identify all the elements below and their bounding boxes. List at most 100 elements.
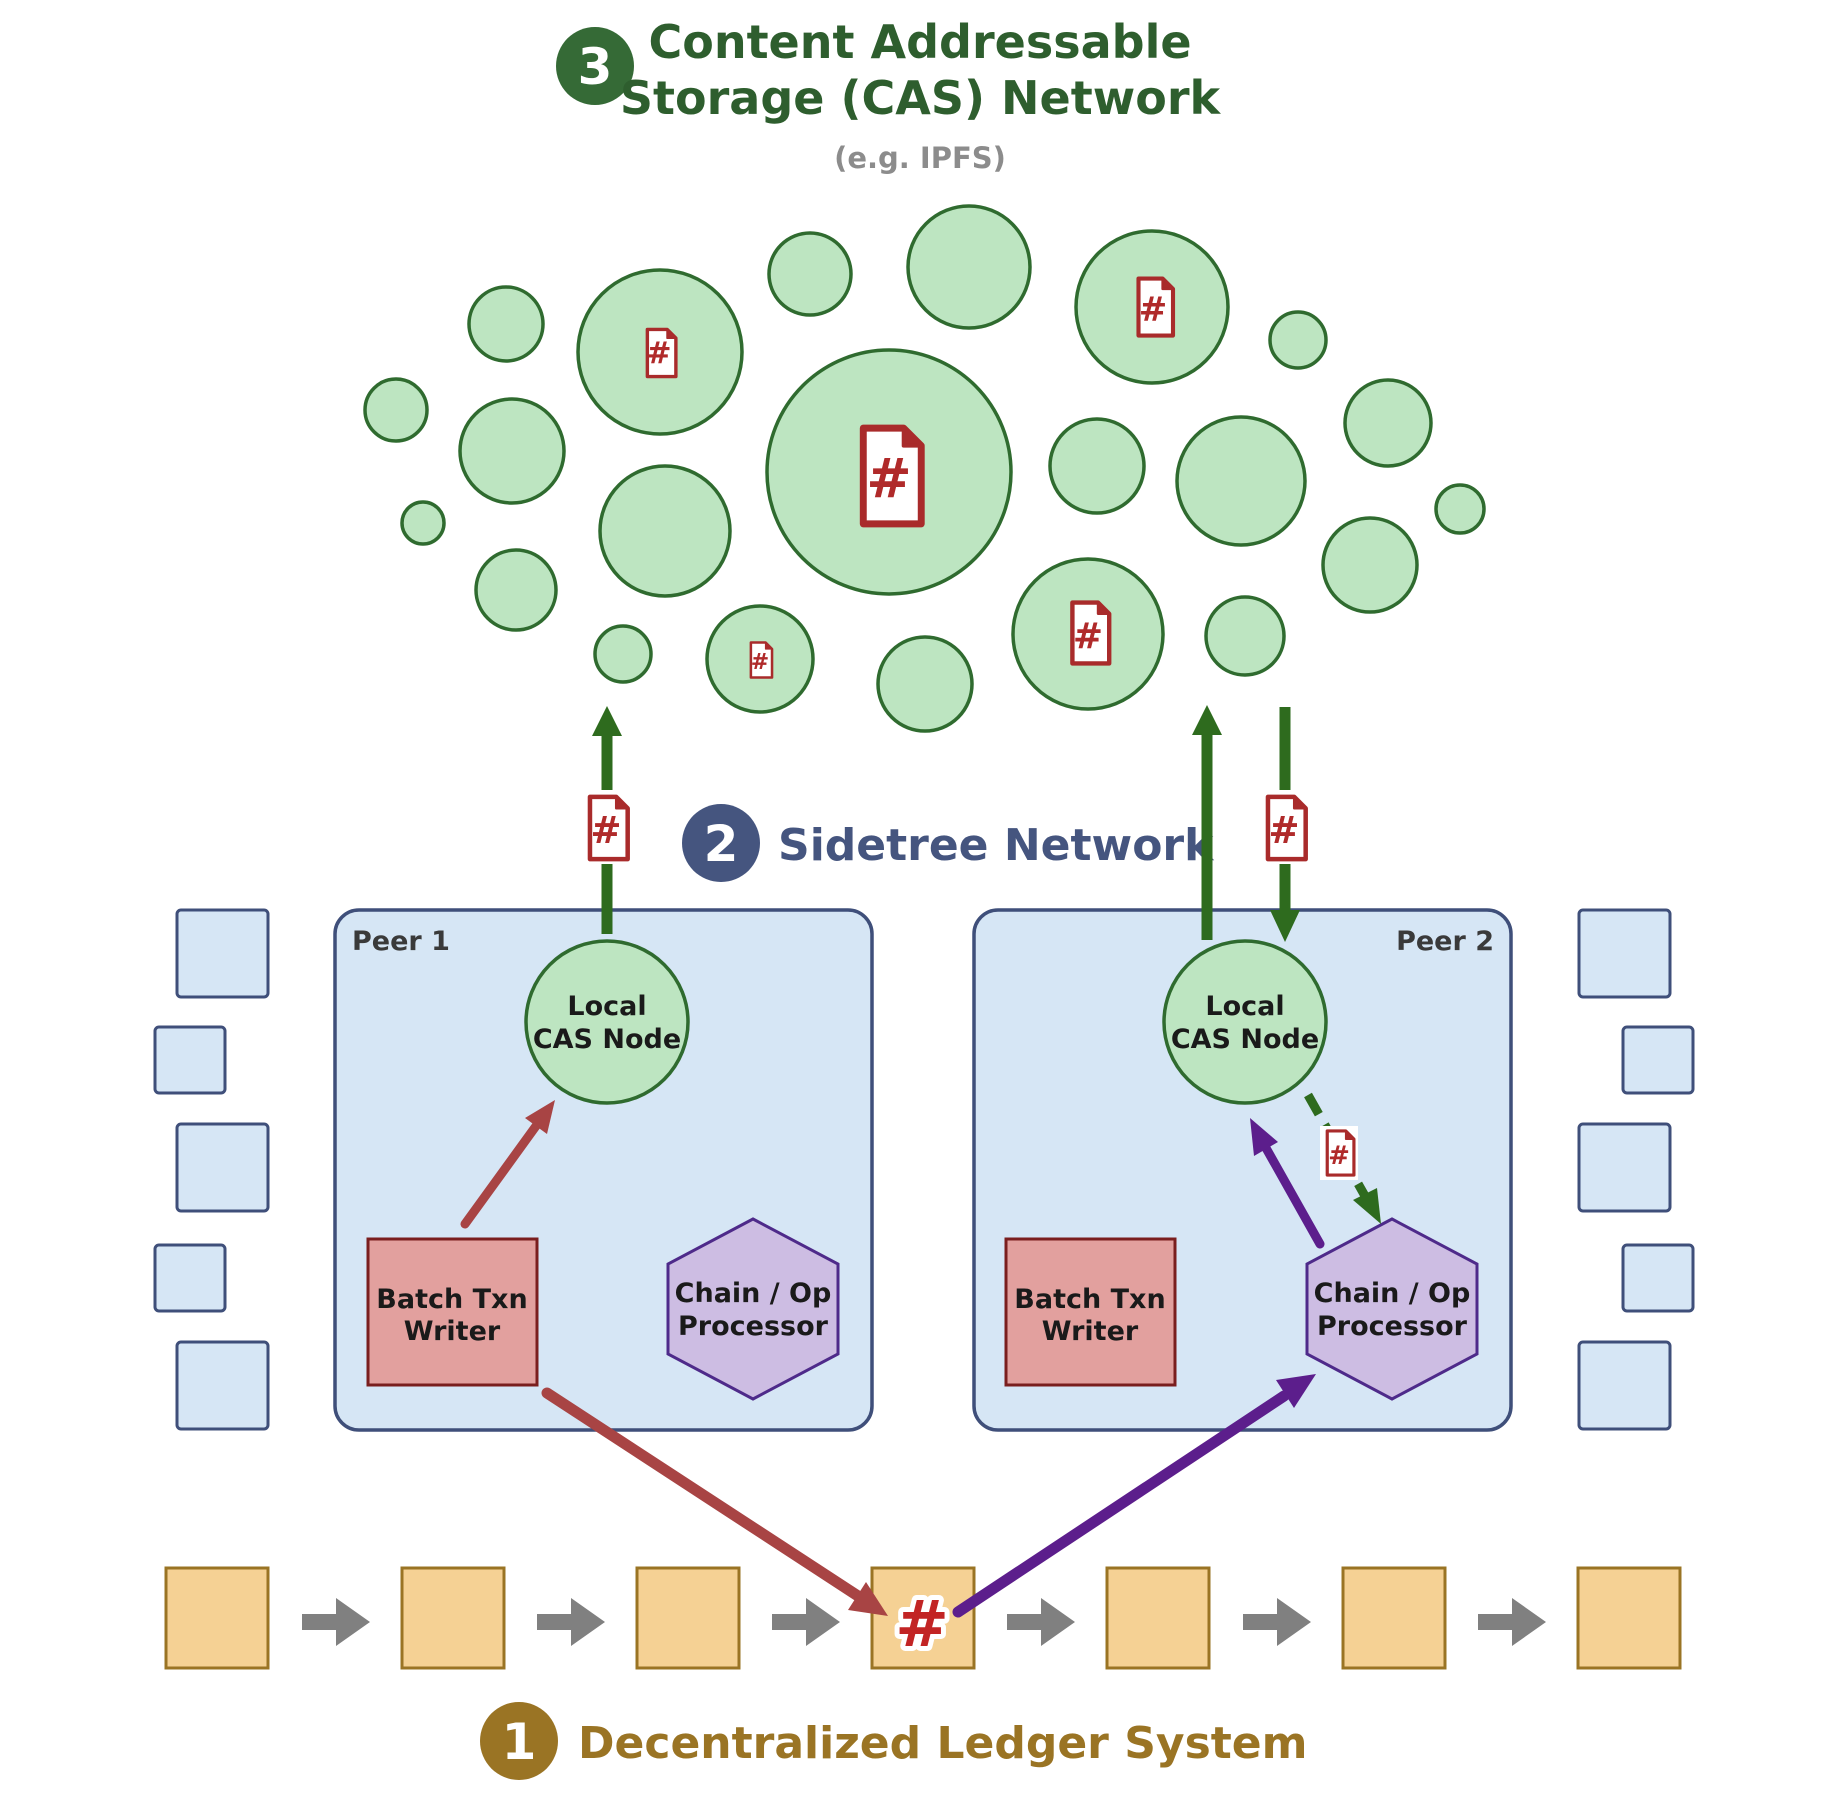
cas-node — [458, 397, 566, 505]
cas-node — [1434, 483, 1486, 535]
document-hash: # — [751, 650, 769, 675]
peer-2-processor-to-cas-arrow — [1261, 1143, 1325, 1249]
side-peer — [1577, 1340, 1672, 1431]
sidetree-network: 2 Sidetree Network Peer 1 Local CAS Node — [153, 804, 1695, 1432]
cas-network: 3 Content Addressable Storage (CAS) Netw… — [363, 15, 1486, 733]
document-hash: # — [1073, 616, 1103, 657]
ledger-hash: # — [895, 1588, 949, 1662]
side-peer — [175, 1122, 270, 1213]
ledger-block — [1105, 1566, 1211, 1670]
chain-arrow — [1243, 1598, 1311, 1646]
peer-2: Peer 2 Local CAS Node Batch Txn Writer C… — [972, 908, 1513, 1432]
peer-1-upload-arrow-head — [592, 706, 622, 736]
document-hash: # — [646, 336, 671, 371]
ledger-to-peer-2-processor-arrow-head — [1276, 1374, 1316, 1408]
peer-2-label: Peer 2 — [1396, 926, 1494, 957]
peer-2-writer-line2: Writer — [1042, 1316, 1139, 1347]
ledger-blocks — [164, 1566, 1682, 1670]
cas-node — [474, 548, 558, 632]
peer-2-processor-line1: Chain / Op — [1314, 1278, 1471, 1309]
cas-node — [1343, 378, 1433, 468]
ledger-block — [400, 1566, 506, 1670]
peer-2-upload-arrow-head — [1192, 705, 1222, 735]
peer-1-processor-line1: Chain / Op — [675, 1278, 832, 1309]
chain-arrow — [537, 1598, 605, 1646]
ledger-number: 1 — [502, 1713, 537, 1771]
peer-2-cas-node-line1: Local — [1205, 991, 1284, 1022]
peer-1-writer-to-ledger-arrow — [541, 1387, 864, 1602]
peer-1-cas-node-line1: Local — [567, 991, 646, 1022]
cas-node — [1321, 516, 1419, 614]
peer-1-processor-line2: Processor — [678, 1311, 829, 1342]
cas-node — [1175, 415, 1307, 547]
ledger-number-badge — [480, 1702, 558, 1780]
peer-2-fetch-arrow-head — [1270, 910, 1300, 942]
side-peer — [1621, 1243, 1695, 1313]
ledger-block-with-hash — [870, 1566, 976, 1670]
cas-node — [400, 500, 446, 546]
side-peer — [153, 1025, 227, 1095]
ledger-hash-glow: # — [895, 1588, 949, 1662]
peer-1-label: Peer 1 — [352, 926, 450, 957]
sidetree-number-badge — [682, 804, 760, 882]
peer-2-writer-line1: Batch Txn — [1014, 1284, 1165, 1315]
cas-node — [767, 231, 853, 317]
side-peer — [1577, 908, 1672, 999]
peer-1-local-cas-node — [524, 939, 690, 1105]
peer-2-chain-op-processor — [1305, 1217, 1479, 1401]
side-peers-right — [1577, 908, 1695, 1431]
cas-node — [593, 624, 653, 684]
cas-number-badge — [556, 27, 634, 105]
peer-1-writer-line2: Writer — [404, 1316, 501, 1347]
peer-2-cas-to-processor-arrow-head — [1353, 1188, 1381, 1224]
side-peer — [153, 1243, 227, 1313]
document-hash: # — [1139, 290, 1168, 330]
peer-1: Peer 1 Local CAS Node Batch Txn Writer C… — [333, 908, 874, 1432]
side-peer — [1577, 1122, 1672, 1213]
cas-node — [1204, 595, 1286, 677]
peer-2-cas-node-line2: CAS Node — [1171, 1024, 1319, 1055]
chain-arrow — [1007, 1598, 1075, 1646]
ledger-to-peer-2-processor-arrow — [952, 1390, 1290, 1618]
peer-1-chain-op-processor — [666, 1217, 840, 1401]
ledger-block — [1576, 1566, 1682, 1670]
cas-node — [1048, 417, 1146, 515]
peer-2-processor-line2: Processor — [1317, 1311, 1468, 1342]
cas-title-line1: Content Addressable — [648, 15, 1191, 69]
cas-arrows: # # — [584, 705, 1308, 942]
ledger-title: Decentralized Ledger System — [578, 1718, 1307, 1769]
peer-1-batch-txn-writer — [366, 1237, 539, 1387]
ledger-block — [635, 1566, 741, 1670]
sidetree-title: Sidetree Network — [778, 820, 1215, 871]
side-peer — [175, 1340, 270, 1431]
cas-node — [467, 285, 545, 363]
document-hash: # — [590, 809, 621, 852]
cas-node — [876, 635, 974, 733]
document-hash: # — [1328, 1141, 1350, 1171]
cas-node — [598, 464, 732, 598]
ledger-chain-arrows — [302, 1598, 1546, 1646]
peer-2-batch-txn-writer — [1004, 1237, 1177, 1387]
chain-arrow — [302, 1598, 370, 1646]
side-peers-left — [153, 908, 270, 1431]
peer-1-writer-line1: Batch Txn — [376, 1284, 527, 1315]
peer-2-cas-to-processor-arrow — [1304, 1092, 1369, 1199]
sidetree-number: 2 — [704, 815, 739, 873]
peer-1-writer-to-cas-arrow-head — [525, 1100, 555, 1134]
cas-number: 3 — [578, 38, 613, 96]
side-peer — [175, 908, 270, 999]
ledger-block — [164, 1566, 270, 1670]
peer-internal-arrows: # — [460, 1092, 1381, 1249]
peer-1-cas-node-line2: CAS Node — [533, 1024, 681, 1055]
ledger: # # 1 Decentralized Ledger System — [164, 1374, 1682, 1780]
cas-node — [906, 204, 1032, 330]
ledger-block — [1341, 1566, 1447, 1670]
peer-2-processor-to-cas-arrow-head — [1250, 1118, 1278, 1156]
peer-2-local-cas-node — [1162, 939, 1328, 1105]
cas-title-line2: Storage (CAS) Network — [620, 71, 1222, 125]
document-hash: # — [866, 447, 911, 510]
peer-1-writer-to-cas-arrow — [460, 1121, 541, 1229]
document-hash: # — [1268, 809, 1299, 852]
